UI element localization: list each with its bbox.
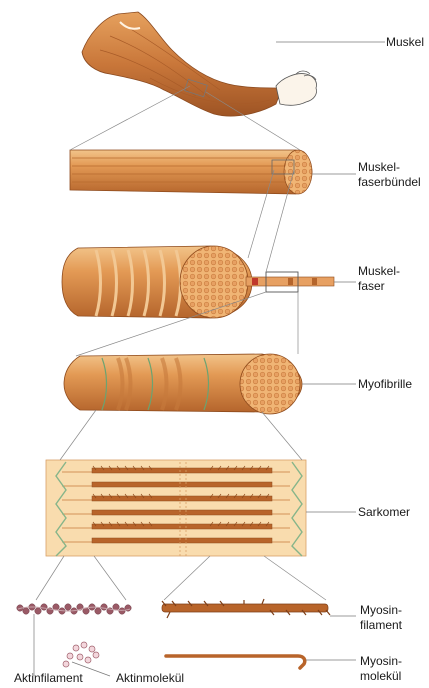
myofibril-illustration — [64, 354, 302, 414]
actin-molecule-illustration — [63, 642, 99, 667]
label-aktinmolekuel-text: Aktinmolekül — [116, 671, 184, 686]
arm-illustration — [82, 12, 317, 116]
label-sarkomer: Sarkomer — [358, 505, 410, 520]
label-myofibrille-text: Myofibrille — [358, 377, 412, 392]
label-aktinmolekuel: Aktinmolekül — [116, 671, 184, 686]
sarcomere-illustration — [46, 460, 306, 556]
label-muskel: Muskel — [386, 35, 424, 50]
label-muskelfaserbuendel: Muskel- faserbündel — [358, 160, 421, 190]
muscle-fiber-illustration — [62, 246, 334, 318]
actin-filament-illustration — [17, 604, 131, 614]
label-muskelfaser-line1: Muskel- — [358, 264, 400, 279]
label-myosinmolekuel: Myosin- molekül — [360, 654, 402, 684]
label-myosinfilament-line1: Myosin- — [360, 603, 402, 618]
myosin-filament-illustration — [162, 599, 330, 618]
label-aktinfilament-text: Aktinfilament — [14, 671, 83, 686]
label-myosinmolekuel-line2: molekül — [360, 669, 402, 684]
label-myosinmolekuel-line1: Myosin- — [360, 654, 402, 669]
label-aktinfilament: Aktinfilament — [14, 671, 83, 686]
label-sarkomer-text: Sarkomer — [358, 505, 410, 520]
label-muskel-text: Muskel — [386, 35, 424, 50]
fascicle-illustration — [70, 150, 312, 194]
label-muskelfaserbuendel-line2: faserbündel — [358, 175, 421, 190]
label-muskelfaser-line2: faser — [358, 279, 400, 294]
label-myosinfilament: Myosin- filament — [360, 603, 402, 633]
myosin-molecule-illustration — [166, 656, 305, 668]
label-muskelfaserbuendel-line1: Muskel- — [358, 160, 421, 175]
label-myofibrille: Myofibrille — [358, 377, 412, 392]
label-muskelfaser: Muskel- faser — [358, 264, 400, 294]
label-myosinfilament-line2: filament — [360, 618, 402, 633]
